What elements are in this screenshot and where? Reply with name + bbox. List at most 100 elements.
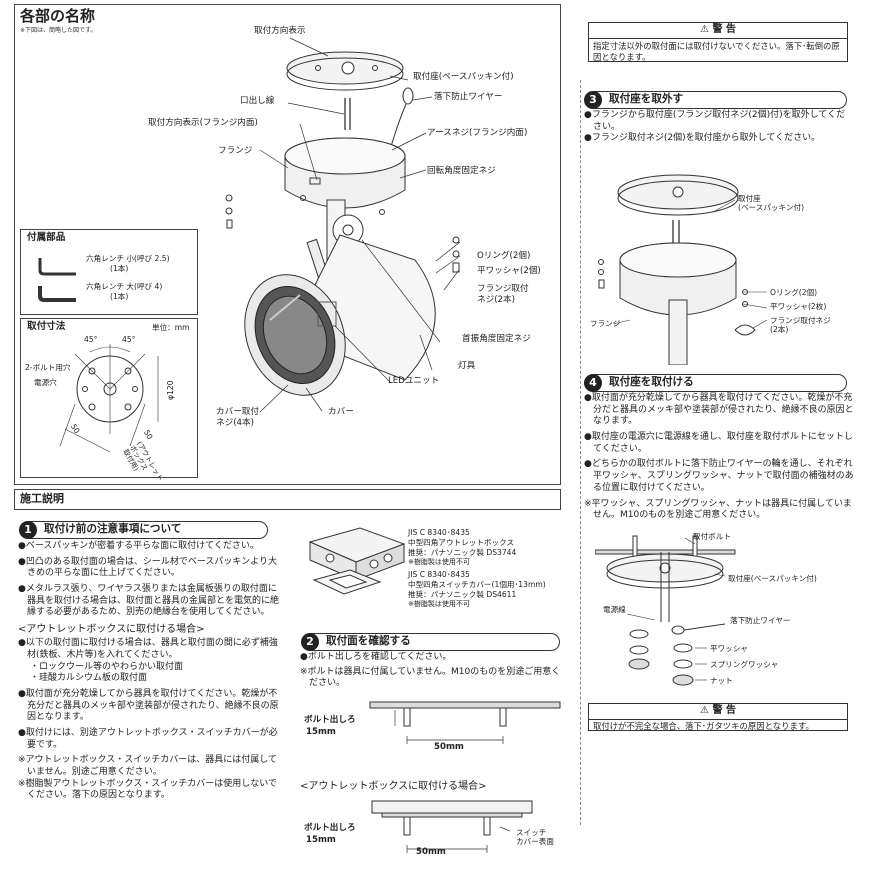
step1-text: ●ベースパッキンが密着する平らな面に取付けてください。 ●凹凸のある取付面の場合… [18,541,280,806]
switch-cover-label: スイッチ カバー表面 [516,828,554,847]
step1-outlet-bullet-1: ●以下の取付面に取付ける場合は、器具と取付面の間に必ず補強材(鉄板、木片等)を入… [18,638,278,660]
step1-sub-1: ・ロックウール等のやわらかい取付面 [30,661,184,672]
step4-spring-label: スプリングワッシャ [710,660,779,669]
label-lamp: 灯具 [458,361,476,371]
step2-line-2: ※ボルトは器具に付属していません。M10のものを別途ご用意ください。 [300,666,561,689]
box2-line3: 推奨：パナソニック製 DS4611 [408,590,517,599]
warning-2-text: 取付けが不完全な場合、落下･ガタツキの原因となります。 [593,720,814,731]
accessory-2: 六角レンチ 大(呼び 4) [86,282,163,291]
step3-heading: 3 取付座を取外す [584,91,847,109]
dimensions-box [20,318,198,478]
outlet-box-illustration [308,527,406,595]
parts-title: 各部の名称 [20,7,96,25]
step2-title: 取付面を確認する [326,635,411,648]
accessory-1: 六角レンチ 小(呼び 2.5) [86,254,170,263]
step1-bullet-3: ●メタルラス張り、ワイヤラス張りまたは金属板張りの取付面に器具を取付ける場合は、… [18,584,280,618]
label-lead: 口出し線 [240,96,275,106]
step4-note: ※平ワッシャ、スプリングワッシャ、ナットは器具に付属していません。M10のものを… [584,498,852,521]
step2-outlet-head: <アウトレットボックスに取付ける場合> [300,781,487,792]
step1-sub-2: ・珪酸カルシウム板の取付面 [30,673,148,684]
warning-1-text: 指定寸法以外の取付面には取付けないでください。落下･転倒の原因となります。 [593,40,840,62]
box1-line2: 中型四角アウトレットボックス [408,538,515,547]
step4-text: ●取付面が充分乾燥してから器具を取付けてください。乾燥が不充分だと器具のメッキ部… [584,393,856,526]
label-base: 取付座(ベースパッキン付) [413,72,514,82]
warning-2-head: ⚠ 警 告 [589,704,847,720]
label-earth: アースネジ(フランジ内面) [427,128,528,138]
step1-outlet-note-2: ※樹脂製アウトレットボックス・スイッチカバーは使用しないでください。落下の原因と… [18,778,278,801]
step1-outlet-bullet-2: ●取付面が充分乾燥してから器具を取付けてください。乾燥が不充分だと器具のメッキ部… [18,688,279,723]
step3-number: 3 [584,91,602,109]
label-install-dir: 取付方向表示 [254,26,306,36]
step4-heading: 4 取付座を取付ける [584,374,847,392]
box2-line2: 中型四角スイッチカバー(1個用･13mm) [408,580,546,589]
construction-title: 施工説明 [20,492,64,505]
label-rotate-screw: 回転角度固定ネジ [427,166,496,176]
box1-line4: ※樹脂製は使用不可 [408,558,470,566]
step4-wire-label: 落下防止ワイヤー [730,616,791,625]
step1-number: 1 [19,521,37,539]
step4-nut-label: ナット [710,676,733,685]
label-oring: Oリング(2個) [477,251,531,261]
step4-title: 取付座を取付ける [609,376,694,389]
warning-box-1: ⚠ 警 告 指定寸法以外の取付面には取付けないでください。落下･転倒の原因となり… [588,22,848,62]
mm50-label-1: 50mm [434,742,464,752]
mm50-label-2: 50mm [416,847,446,857]
step3-illustration [598,174,768,365]
step1-bullet-2: ●凹凸のある取付面の場合は、シール材でベースパッキンより大きめの平らな面に仕上げ… [18,556,277,579]
label-led: LEDユニット [388,376,440,386]
step2-heading: 2 取付面を確認する [301,633,560,651]
label-washer: 平ワッシャ(2個) [477,266,541,276]
label-flange-screw: フランジ取付 ネジ(2本) [477,284,529,306]
label-flange: フランジ [218,146,253,156]
box2-line4: ※樹脂製は使用不可 [408,600,470,608]
step3-base-label: 取付座 (ベースパッキン付) [738,194,805,213]
step2-number: 2 [301,633,319,651]
step3-flange-label: フランジ [590,319,621,328]
step3-text: ●フランジから取付座(フランジ取付ネジ(2個)付)を取外してください。 ●フラン… [584,110,854,149]
warning-box-2: ⚠ 警 告 取付けが不完全な場合、落下･ガタツキの原因となります。 [588,703,848,731]
label-neck-screw: 首振角度固定ネジ [462,334,531,344]
step3-bullet-1: ●フランジから取付座(フランジ取付ネジ(2個)付)を取外してください。 [584,110,846,132]
accessories-title: 付属部品 [27,232,66,243]
dimensions-unit: 単位：mm [152,323,190,332]
step4-number: 4 [584,374,602,392]
dim-bolt-hole: 2-ボルト用穴 [25,363,71,372]
accessory-2-qty: (1本) [110,292,129,301]
box2-line1: JIS C 8340･8435 [408,570,470,579]
box1-line1: JIS C 8340･8435 [408,528,470,537]
step1-outlet-note-1: ※アウトレットボックス・スイッチカバーは、器具には付属していません。別途ご用意く… [18,755,278,777]
label-wire: 落下防止ワイヤー [434,92,503,102]
step3-bullet-2: ●フランジ取付ネジ(2個)を取付座から取外してください。 [584,133,821,144]
step1-title: 取付け前の注意事項について [44,523,182,536]
dim-power-hole: 電源穴 [34,378,57,387]
column-divider [580,80,581,825]
box1-line3: 推奨：パナソニック製 DS3744 [408,548,517,557]
dim-angle-1: 45° [84,335,98,344]
mm15-label-2: 15mm [306,835,336,845]
step3-oring-label: Oリング(2個) [770,288,818,297]
step1-outlet-head: <アウトレットボックスに取付ける場合> [18,624,205,636]
step3-screw-label: フランジ取付ネジ (2本) [770,316,831,335]
fixture-illustration [225,37,460,413]
step3-title: 取付座を取外す [609,93,684,106]
dim-angle-2: 45° [122,335,136,344]
mm15-label-1: 15mm [306,727,336,737]
step2-line-1: ●ボルト出しろを確認してください。 [300,652,452,662]
step4-washer-label: 平ワッシャ [710,644,748,653]
dimensions-title: 取付寸法 [27,321,66,332]
step4-illustration [595,535,736,686]
bolt-diagram-1 [369,701,561,744]
label-cover-screw: カバー取付 ネジ(4本) [216,407,259,429]
dimension-diagram [59,344,159,453]
step4-power-label: 電源線 [603,605,626,614]
step4-bullet-3: ●どちらかの取付ボルトに落下防止ワイヤーの輪を通し、それぞれ平ワッシャ、スプリン… [584,459,854,493]
bolt-diagram-2 [371,800,533,853]
step2-text: ●ボルト出しろを確認してください。 ※ボルトは器具に付属していません。M10のも… [300,652,562,694]
accessories-box [20,229,198,315]
step4-bolt-label: 取付ボルト [693,532,731,541]
step1-heading: 1 取付け前の注意事項について [19,521,268,539]
step4-bullet-1: ●取付面が充分乾燥してから器具を取付けてください。乾燥が不充分だと器具のメッキ部… [584,393,854,427]
parts-note: ※下図は、簡略した図です。 [20,27,97,34]
dim-phi: φ120 [166,380,175,400]
warning-1-head: ⚠ 警 告 [589,23,847,39]
